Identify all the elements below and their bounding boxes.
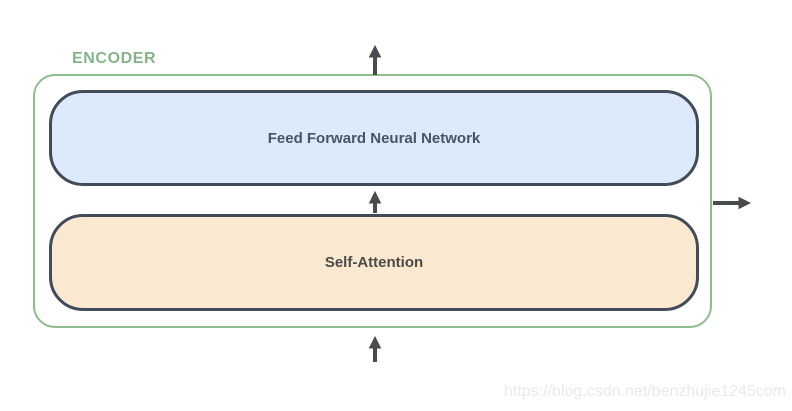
feed-forward-block: Feed Forward Neural Network xyxy=(49,90,699,186)
self-attention-label: Self-Attention xyxy=(324,254,424,271)
feed-forward-label: Feed Forward Neural Network xyxy=(267,129,481,147)
watermark: https://blog.csdn.net/benzhujie1245com xyxy=(504,383,786,400)
self-attention-block: Self-Attention xyxy=(49,214,699,311)
encoder-label: ENCODER xyxy=(72,50,157,67)
